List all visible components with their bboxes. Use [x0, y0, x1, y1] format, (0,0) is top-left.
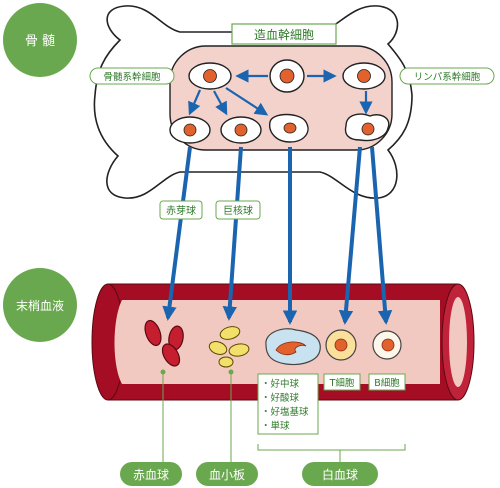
rbc-pill: 赤血球	[120, 462, 182, 486]
maturation-arrows	[162, 146, 393, 325]
myeloid-stem-label: 骨髄系幹細胞	[103, 71, 161, 83]
peripheral-blood-label: 末梢血液	[16, 298, 64, 313]
lymphocyte-precursor-cell	[344, 113, 390, 142]
platelets	[208, 326, 250, 368]
t-cell-label-box: T細胞	[323, 373, 361, 391]
stem-cell-label: 造血幹細胞	[254, 27, 314, 42]
rbc-label: 赤血球	[133, 468, 169, 482]
red-blood-cells	[144, 319, 184, 367]
stem-cell-title: 造血幹細胞	[231, 23, 337, 45]
lymphoid-stem-label-box: リンパ系幹細胞	[399, 67, 495, 85]
peripheral-blood-badge: 末梢血液	[3, 268, 77, 342]
wbc-pill: 白血球	[302, 462, 378, 486]
hematopoietic-stem-cell	[269, 59, 305, 93]
lymphoid-stem-cell	[342, 62, 386, 90]
b-cell	[372, 330, 402, 360]
bone-marrow-badge: 骨 髄	[3, 3, 77, 77]
t-cell-label: T細胞	[329, 377, 355, 389]
monocyte-cell	[265, 328, 321, 366]
platelet-label: 血小板	[209, 468, 245, 482]
platelet-pill: 血小板	[196, 462, 258, 486]
megakaryocyte-label-box: 巨核球	[215, 200, 261, 220]
b-cell-label-box: B細胞	[368, 373, 406, 391]
t-cell	[325, 329, 357, 361]
granulocyte-precursor-cell	[269, 113, 309, 143]
leader-lines	[160, 369, 406, 462]
myeloid-stem-label-box: 骨髄系幹細胞	[89, 67, 175, 85]
b-cell-label: B細胞	[374, 377, 400, 389]
erythroblast-label-box: 赤芽球	[159, 200, 203, 220]
myeloid-stem-cell	[188, 62, 232, 90]
monocyte-label: ・単球	[261, 420, 290, 432]
eosinophil-label: ・好酸球	[261, 392, 300, 404]
granulocyte-list-box: ・好中球 ・好酸球 ・好塩基球 ・単球	[257, 373, 319, 435]
basophil-label: ・好塩基球	[261, 406, 309, 418]
bone-marrow-label: 骨 髄	[25, 34, 55, 49]
neutrophil-label: ・好中球	[261, 378, 300, 390]
megakaryocyte-label: 巨核球	[223, 204, 253, 217]
erythroblast-label: 赤芽球	[166, 204, 196, 217]
wbc-label: 白血球	[322, 467, 358, 482]
erythroblast-cell	[169, 116, 211, 144]
megakaryocyte-cell	[220, 116, 262, 144]
differentiation-arrows	[188, 69, 373, 116]
lymphoid-stem-label: リンパ系幹細胞	[414, 71, 481, 83]
